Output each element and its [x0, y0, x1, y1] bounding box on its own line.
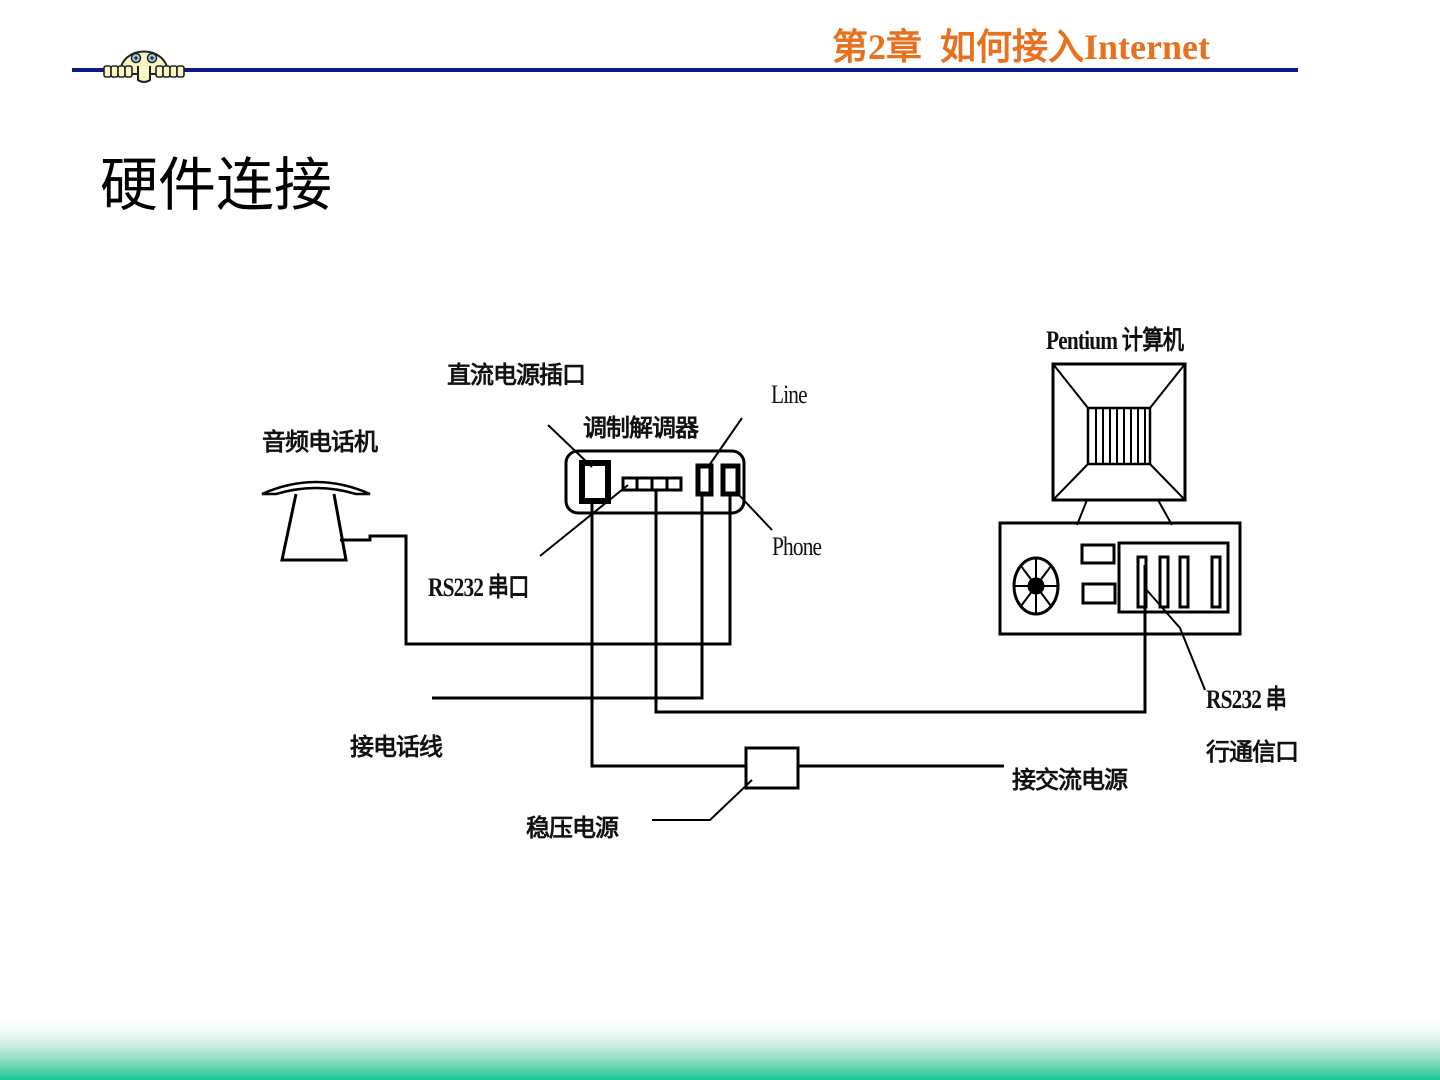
telephone-label: 音频电话机 — [262, 428, 378, 456]
dc-jack-leader — [547, 424, 593, 468]
computer-label: Pentium 计算机 — [1046, 326, 1184, 355]
line-jack-label: Line — [771, 380, 808, 409]
ac-power-label: 接交流电源 — [1012, 766, 1128, 794]
regulated-power-leader — [652, 779, 753, 821]
power-supply-icon — [744, 746, 800, 790]
regulated-power-label: 稳压电源 — [526, 814, 619, 842]
pc-rs232-label: RS232 串 — [1206, 685, 1287, 714]
phone-wire — [340, 495, 732, 646]
phone-line-label: 接电话线 — [350, 733, 443, 761]
computer-case-icon — [998, 521, 1242, 636]
dc-power-jack-label: 直流电源插口 — [447, 361, 586, 389]
monitor-icon — [1051, 362, 1187, 526]
telephone-line-wire — [432, 494, 704, 700]
dc-power-cable — [590, 500, 746, 768]
slide-title: 硬件连接 — [100, 151, 333, 219]
phone-jack-label: Phone — [772, 532, 822, 561]
rs232-modem-leader — [539, 484, 629, 557]
peeking-face-mascot-icon — [103, 50, 185, 83]
hardware-connection-diagram — [261, 362, 1242, 821]
footer-gradient-bar — [0, 1015, 1440, 1080]
line-leader — [707, 417, 743, 468]
telephone-icon — [261, 480, 371, 562]
modem-label: 调制解调器 — [583, 414, 699, 442]
pc-serial-port-label: 行通信口 — [1206, 738, 1299, 766]
phone-leader — [737, 493, 773, 531]
chapter-title: 第2章 如何接入Internet — [832, 27, 1210, 67]
header-rule — [72, 68, 1298, 72]
modem-rs232-label: RS232 串口 — [428, 573, 529, 602]
serial-cable — [654, 490, 1147, 714]
rs232-pc-leader — [1144, 587, 1206, 691]
